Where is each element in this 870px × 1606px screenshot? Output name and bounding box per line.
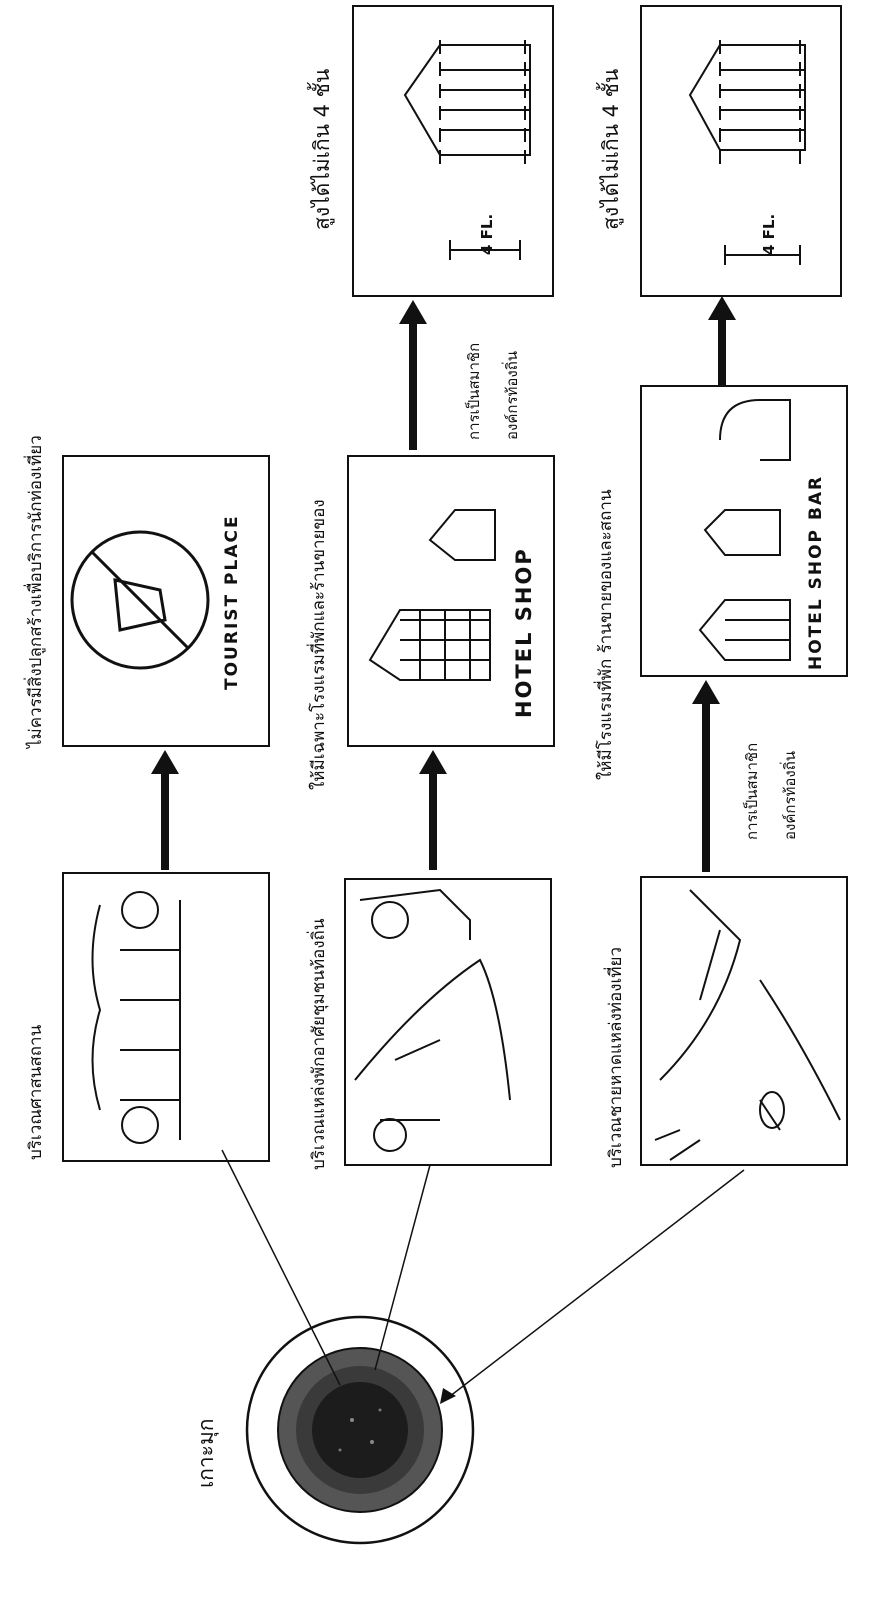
hotel-shop-bar-buildings	[698, 399, 791, 661]
temple-sketch	[91, 891, 181, 1144]
flow-arrows	[151, 296, 736, 872]
connector-line-3	[444, 1169, 745, 1401]
village-sketch	[354, 888, 511, 1152]
beach-sketch	[654, 889, 841, 1161]
result-label-no-building: ไม่ควรมีสิ่งปลูกสร้างเพื่อบริการนักท่องเ…	[26, 435, 46, 748]
result-box-hotel-shop-bar	[640, 385, 848, 677]
result-label-hotel-shop-bar: ให้มีโรงแรมที่พัก ร้านขายของและสถาน	[596, 489, 616, 780]
connector-line-2	[374, 1164, 431, 1371]
building-text-hotel-shop: HOTEL SHOP	[512, 547, 536, 718]
zone-box-religious	[62, 872, 270, 1162]
island-label: เกาะมุก	[194, 1418, 218, 1488]
building-text-hotel-shop-bar: HOTEL SHOP BAR	[806, 474, 826, 670]
connector-arrowhead	[440, 1388, 456, 1404]
result-label-hotel-shop: ให้มีเฉพาะโรงแรมที่พักและร้านขายของ	[309, 499, 329, 790]
floor-text-row2: 4 FL.	[478, 213, 496, 255]
height-label-row2: สูงได้ไม่เกิน 4 ชั้น	[310, 68, 334, 230]
condition-line1-row3: การเป็นสมาชิก	[743, 742, 761, 840]
sign-text: TOURIST PLACE	[222, 514, 242, 690]
condition-line2-row3: องค์กรท้องถิ่น	[781, 750, 799, 840]
zone-label-religious: บริเวณศาสนสถาน	[26, 1024, 46, 1160]
result-box-no-building	[62, 455, 270, 747]
zone-label-beach: บริเวณชายหาดแหล่งท่องเที่ยว	[606, 946, 626, 1168]
condition-line1-row2: การเป็นสมาชิก	[465, 342, 483, 440]
island-map	[245, 1315, 475, 1545]
zone-box-beach	[640, 876, 848, 1166]
height-label-row3: สูงได้ไม่เกิน 4 ชั้น	[599, 68, 623, 230]
zone-box-community	[344, 878, 552, 1166]
floor-text-row3: 4 FL.	[760, 213, 778, 255]
hotel-shop-buildings-2	[368, 509, 496, 681]
height-limit-sketch-2	[688, 40, 806, 265]
zone-label-community: บริเวณแหล่งพักอาศัยชุมชนท้องถิ่น	[309, 918, 329, 1170]
height-limit-sketch-1	[403, 40, 531, 260]
height-box-1	[352, 5, 554, 297]
condition-line2-row2: องค์กรท้องถิ่น	[503, 350, 521, 440]
prohibited-sign	[70, 530, 210, 670]
connector-line-1	[221, 1149, 341, 1386]
height-box-2	[640, 5, 842, 297]
result-box-hotel-shop	[347, 455, 555, 747]
